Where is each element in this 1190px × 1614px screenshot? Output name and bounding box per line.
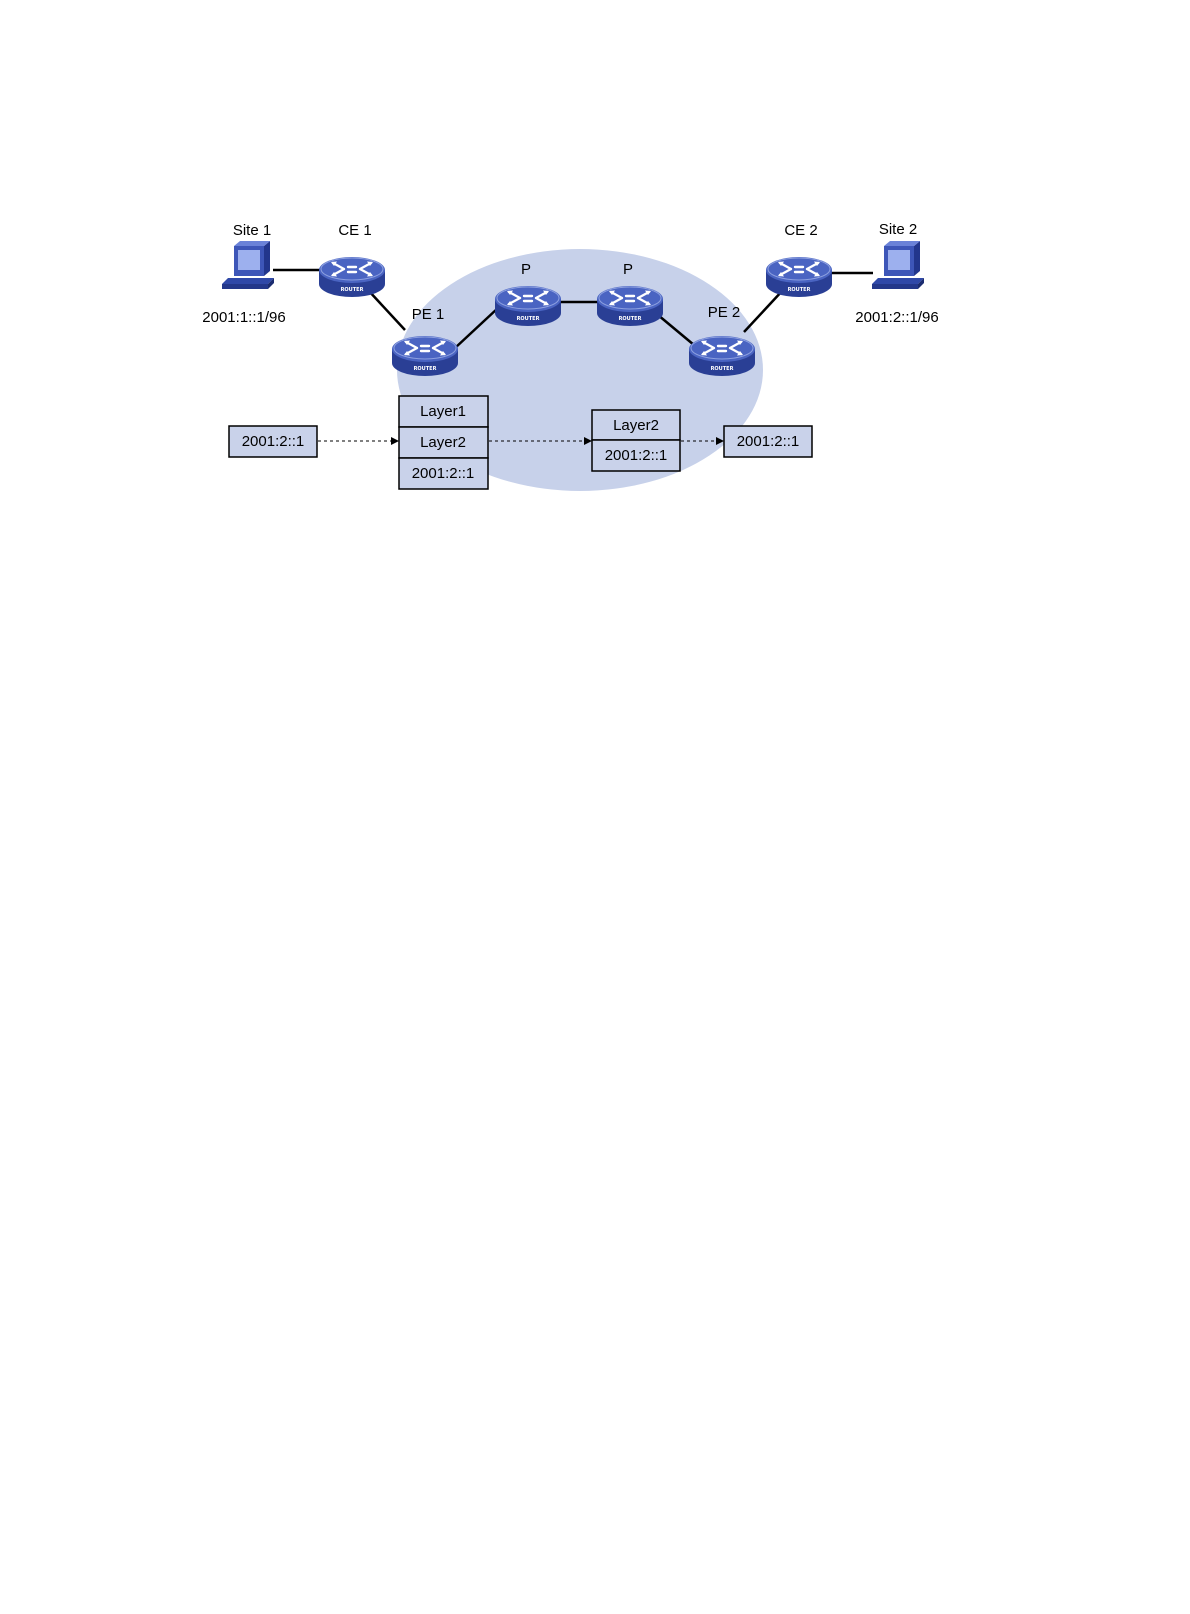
packet-cell: 2001:2::1 [737, 433, 800, 450]
router-badge: ROUTER [414, 366, 437, 372]
router-badge: ROUTER [788, 287, 811, 293]
router-icon-ce1: ROUTER [319, 257, 385, 297]
site1-label: Site 1 [233, 222, 271, 239]
site2-address: 2001:2::1/96 [855, 309, 938, 326]
router-icon-pe2: ROUTER [689, 336, 755, 376]
router-icon-p2: ROUTER [597, 286, 663, 326]
packet-ingress: 2001:2::1 [229, 426, 317, 457]
packet-core-stack: Layer2 2001:2::1 [592, 410, 680, 471]
packet-cell: 2001:2::1 [412, 465, 475, 482]
packet-cell: Layer1 [420, 403, 466, 420]
site1-address: 2001:1::1/96 [202, 309, 285, 326]
packet-pe1-stack: Layer1 Layer2 2001:2::1 [399, 396, 488, 489]
packet-cell: 2001:2::1 [242, 433, 305, 450]
site2-label: Site 2 [879, 221, 917, 238]
packet-cell: 2001:2::1 [605, 447, 668, 464]
link-ce1-pe1 [368, 290, 405, 330]
packet-cell: Layer2 [613, 417, 659, 434]
ce1-label: CE 1 [338, 222, 371, 239]
packet-cell: Layer2 [420, 434, 466, 451]
p1-label: P [521, 261, 531, 278]
router-badge: ROUTER [711, 366, 734, 372]
computer-icon-site1 [222, 241, 274, 289]
computer-icon-site2 [872, 241, 924, 289]
link-pe2-ce2 [744, 290, 783, 332]
router-badge: ROUTER [341, 287, 364, 293]
packet-egress: 2001:2::1 [724, 426, 812, 457]
pe1-label: PE 1 [412, 306, 445, 323]
p2-label: P [623, 261, 633, 278]
router-badge: ROUTER [619, 316, 642, 322]
pe2-label: PE 2 [708, 304, 741, 321]
ce2-label: CE 2 [784, 222, 817, 239]
router-badge: ROUTER [517, 316, 540, 322]
router-icon-p1: ROUTER [495, 286, 561, 326]
router-icon-pe1: ROUTER [392, 336, 458, 376]
router-icon-ce2: ROUTER [766, 257, 832, 297]
